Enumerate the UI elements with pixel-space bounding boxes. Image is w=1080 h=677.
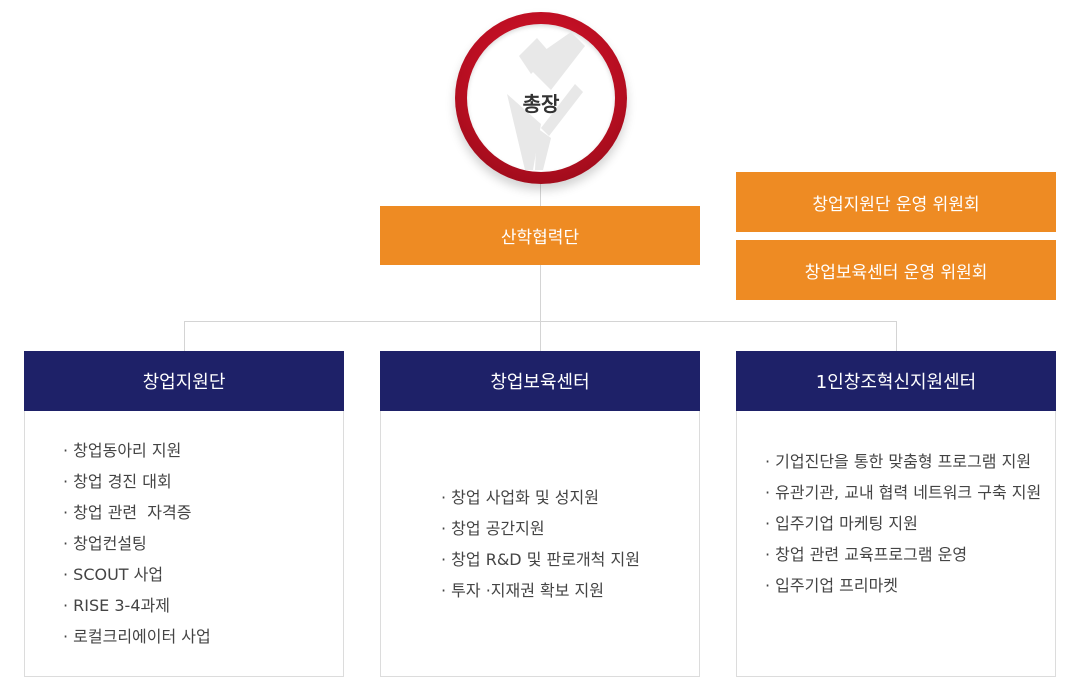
unit-incubation-center-panel: 창업 사업화 및 성지원 창업 공간지원 창업 R&D 및 판로개척 지원 투자…: [380, 411, 700, 677]
list-item: 유관기관, 교내 협력 네트워크 구축 지원: [765, 477, 1041, 508]
list-item: SCOUT 사업: [63, 559, 211, 590]
unit-startup-support-title: 창업지원단: [24, 351, 344, 411]
committee-incubation-center: 창업보육센터 운영 위원회: [736, 240, 1056, 300]
list-item: 입주기업 프리마켓: [765, 570, 1041, 601]
committee-startup-support: 창업지원단 운영 위원회: [736, 172, 1056, 232]
connector-president-to-coop: [540, 182, 541, 206]
list-item: 투자 ·지재권 확보 지원: [441, 575, 640, 606]
connector-coop-to-bus: [540, 264, 541, 352]
president-node: 총장: [455, 12, 627, 184]
unit-creative-innovation-title: 1인창조혁신지원센터: [736, 351, 1056, 411]
list-item: 창업 관련 자격증: [63, 497, 211, 528]
connector-right-drop: [896, 321, 897, 352]
unit-incubation-center-list: 창업 사업화 및 성지원 창업 공간지원 창업 R&D 및 판로개척 지원 투자…: [441, 482, 640, 606]
connector-horizontal-bus: [184, 321, 897, 322]
list-item: 창업 R&D 및 판로개척 지원: [441, 544, 640, 575]
list-item: 창업 경진 대회: [63, 466, 211, 497]
unit-creative-innovation-panel: 기업진단을 통한 맞춤형 프로그램 지원 유관기관, 교내 협력 네트워크 구축…: [736, 411, 1056, 677]
list-item: RISE 3-4과제: [63, 590, 211, 621]
unit-creative-innovation-list: 기업진단을 통한 맞춤형 프로그램 지원 유관기관, 교내 협력 네트워크 구축…: [765, 446, 1041, 601]
list-item: 입주기업 마케팅 지원: [765, 508, 1041, 539]
unit-startup-support-panel: 창업동아리 지원 창업 경진 대회 창업 관련 자격증 창업컨설팅 SCOUT …: [24, 411, 344, 677]
list-item: 창업 공간지원: [441, 513, 640, 544]
list-item: 창업 관련 교육프로그램 운영: [765, 539, 1041, 570]
list-item: 창업동아리 지원: [63, 435, 211, 466]
president-inner-circle: 총장: [467, 24, 615, 172]
list-item: 창업 사업화 및 성지원: [441, 482, 640, 513]
president-label: 총장: [522, 92, 560, 116]
connector-left-drop: [184, 321, 185, 352]
list-item: 창업컨설팅: [63, 528, 211, 559]
list-item: 로컬크리에이터 사업: [63, 621, 211, 652]
coop-box: 산학협력단: [380, 206, 700, 265]
unit-startup-support-list: 창업동아리 지원 창업 경진 대회 창업 관련 자격증 창업컨설팅 SCOUT …: [63, 435, 211, 652]
list-item: 기업진단을 통한 맞춤형 프로그램 지원: [765, 446, 1041, 477]
unit-incubation-center-title: 창업보육센터: [380, 351, 700, 411]
torch-book-emblem-icon: [507, 32, 585, 170]
